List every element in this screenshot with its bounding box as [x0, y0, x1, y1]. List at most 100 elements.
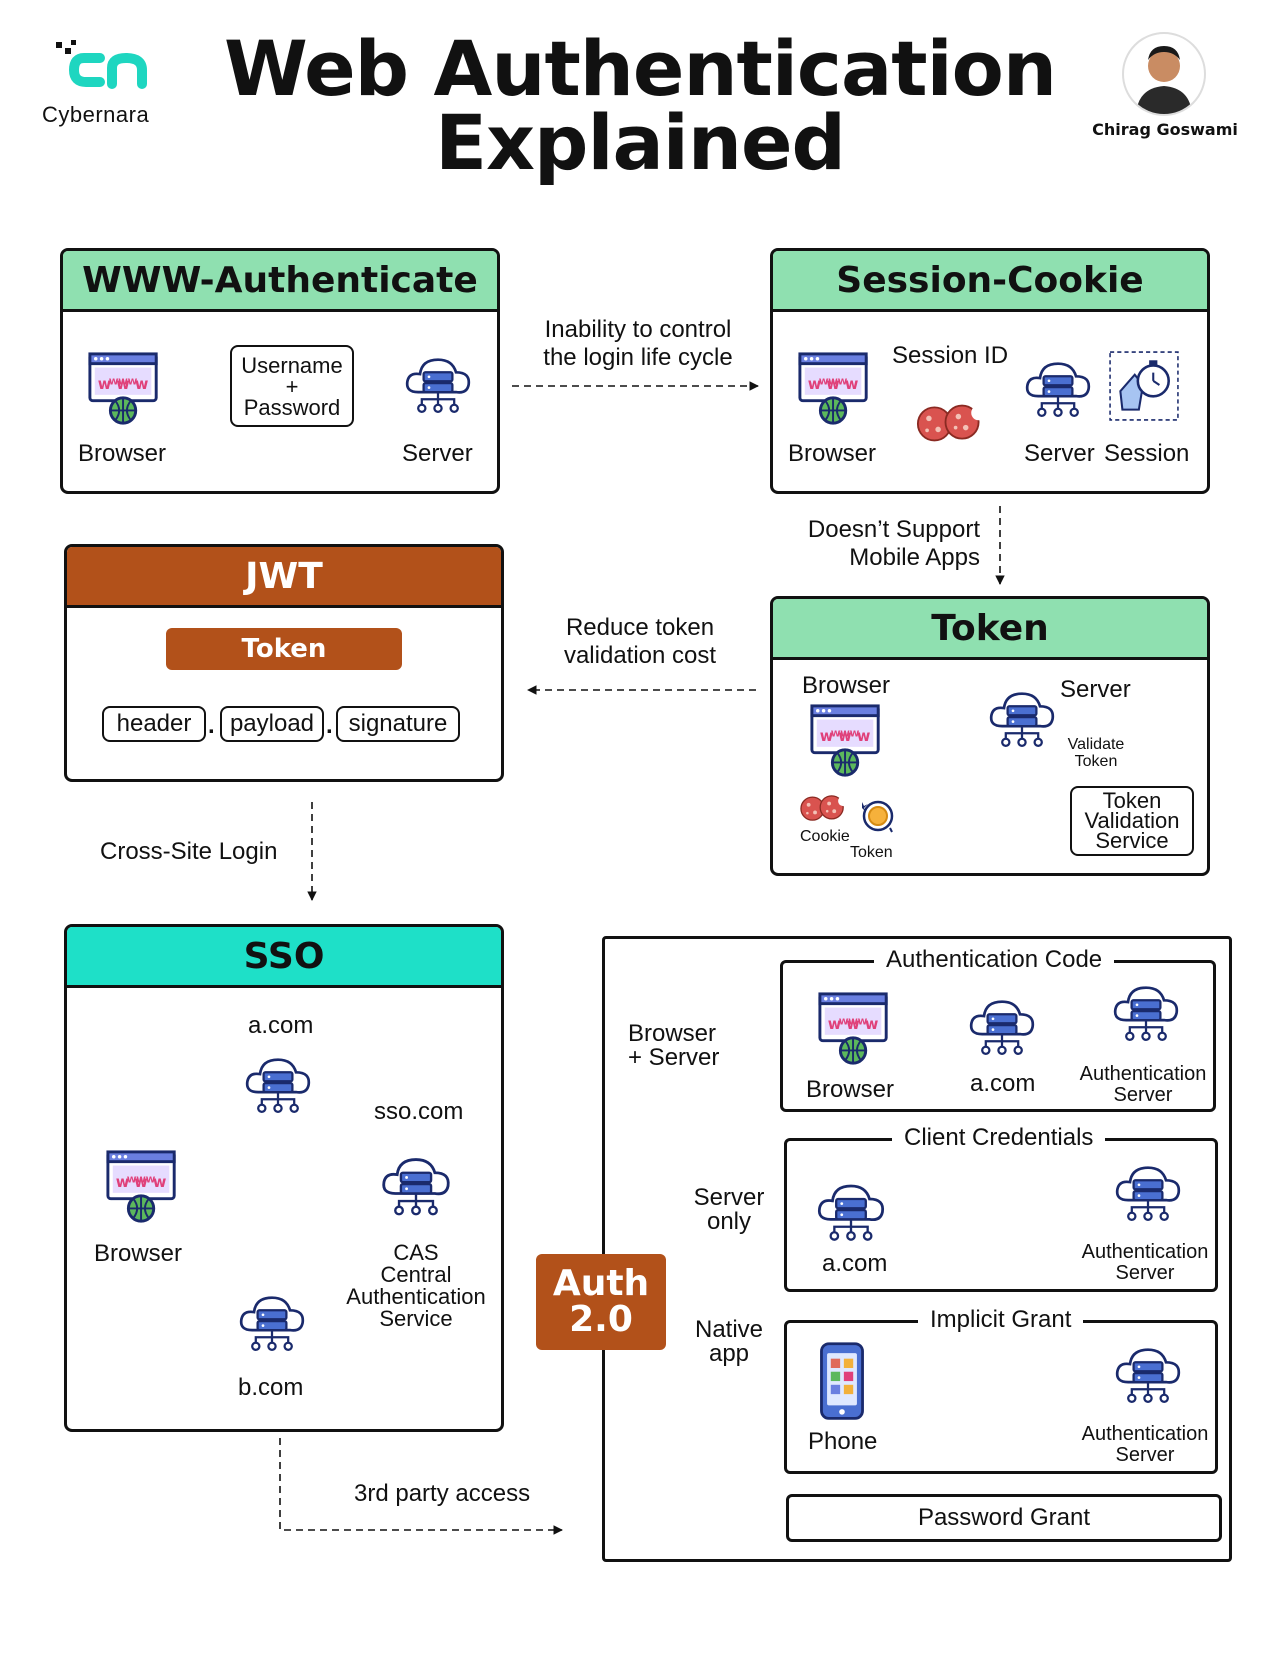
- sso-sso-com-label: sso.com: [374, 1098, 464, 1125]
- browser-icon: [86, 350, 164, 428]
- browser-icon: [104, 1148, 182, 1226]
- transition-mobile-line1: Doesn’t Support: [807, 516, 980, 543]
- arrow-sso-to-oauth: [279, 1438, 563, 1535]
- transition-cost-label: Reduce token validation cost: [530, 616, 750, 668]
- tvs-line1: Token: [1102, 788, 1162, 813]
- session-server-label: Server: [1024, 440, 1095, 467]
- server-cloud-icon: [1110, 980, 1182, 1044]
- server-cloud-icon: [1112, 1342, 1184, 1406]
- jwt-payload-part: payload: [220, 706, 324, 742]
- token-server-label: Server: [1060, 676, 1131, 703]
- transition-mobile-line2: Mobile Apps: [849, 544, 980, 571]
- transition-mobile-label: Doesn’t Support Mobile Apps: [780, 518, 980, 570]
- token-browser-label: Browser: [802, 672, 891, 699]
- www-authenticate-title: WWW-Authenticate: [63, 251, 497, 312]
- server-cloud-icon: [402, 352, 474, 416]
- brand-name: Cybernara: [42, 102, 150, 127]
- tvs-line3: Service: [1095, 828, 1169, 853]
- server-cloud-icon: [378, 1152, 454, 1218]
- path-browser-server-label: Browser + Server: [628, 1022, 719, 1070]
- transition-cost-line2: validation cost: [563, 642, 717, 669]
- oauth-badge-line1: Auth: [552, 1263, 650, 1304]
- www-browser-label: Browser: [78, 440, 167, 467]
- oauth-badge: Auth 2.0: [536, 1254, 666, 1350]
- jwt-dot-1: .: [208, 712, 215, 739]
- credentials-box: Username + Password: [230, 345, 354, 427]
- transition-lifecycle-line2: the login life cycle: [543, 344, 733, 371]
- browser-icon: [808, 702, 886, 780]
- password-grant-box: Password Grant: [786, 1494, 1222, 1542]
- cas-line4: Service: [379, 1306, 453, 1331]
- validate-token-label: Validate Token: [1056, 736, 1136, 770]
- page-title-line1: Web Authentication: [224, 24, 1057, 113]
- transition-lifecycle-line1: Inability to control: [544, 316, 732, 343]
- ig-auth-server-label: Authentication Server: [1070, 1424, 1220, 1466]
- ig-auth-line1: Authentication: [1081, 1423, 1209, 1445]
- jwt-header-part: header: [102, 706, 206, 742]
- token-token-label: Token: [850, 844, 893, 861]
- cybernara-logo-icon: [56, 40, 147, 89]
- page-title: Web Authentication Explained: [0, 24, 1280, 181]
- jwt-signature-part: signature: [336, 706, 460, 742]
- server-cloud-icon: [236, 1290, 308, 1354]
- ac-a-com-label: a.com: [970, 1070, 1036, 1097]
- sso-browser-label: Browser: [94, 1240, 183, 1267]
- credentials-plus: +: [285, 373, 299, 399]
- ac-auth-server-label: Authentication Server: [1068, 1064, 1218, 1106]
- ig-auth-line2: Server: [1115, 1444, 1175, 1466]
- ig-phone-label: Phone: [808, 1428, 878, 1455]
- session-browser-label: Browser: [788, 440, 877, 467]
- cookie-icon: [914, 400, 988, 446]
- token-cookie-label: Cookie: [800, 828, 850, 845]
- implicit-grant-title: Implicit Grant: [918, 1306, 1084, 1334]
- path-na-line2: app: [708, 1340, 750, 1367]
- session-session-label: Session: [1104, 440, 1190, 467]
- sso-a-com-label: a.com: [248, 1012, 314, 1039]
- transition-cross-site-label: Cross-Site Login: [100, 838, 278, 865]
- server-cloud-icon: [1112, 1160, 1184, 1224]
- path-bs-line2: + Server: [628, 1044, 720, 1071]
- oauth-badge-line2: 2.0: [569, 1299, 633, 1340]
- server-cloud-icon: [986, 686, 1058, 750]
- oauth-container: [602, 936, 1232, 1562]
- tvs-line2: Validation: [1084, 808, 1180, 833]
- credentials-password: Password: [243, 394, 341, 420]
- cc-a-com-label: a.com: [822, 1250, 888, 1277]
- session-id-label: Session ID: [892, 342, 1009, 369]
- cc-auth-server-label: Authentication Server: [1070, 1242, 1220, 1284]
- www-server-label: Server: [402, 440, 473, 467]
- brand-logo: Cybernara: [42, 40, 176, 130]
- path-so-line1: Server: [693, 1184, 765, 1211]
- cookie-icon: [798, 792, 850, 824]
- transition-lifecycle-label: Inability to control the login life cycl…: [520, 318, 756, 370]
- avatar: [1122, 32, 1206, 116]
- browser-icon: [796, 350, 874, 428]
- transition-3rd-party-label: 3rd party access: [354, 1480, 531, 1507]
- author-name: Chirag Goswami: [1092, 120, 1238, 139]
- sso-title: SSO: [67, 927, 501, 988]
- coin-token-icon: [856, 796, 896, 836]
- client-credentials-title: Client Credentials: [892, 1124, 1106, 1152]
- path-bs-line1: Browser: [628, 1020, 717, 1047]
- validate-token-line2: Token: [1074, 753, 1118, 770]
- server-cloud-icon: [1022, 356, 1094, 420]
- token-title: Token: [773, 599, 1207, 660]
- ac-auth-line2: Server: [1113, 1084, 1173, 1106]
- session-cookie-title: Session-Cookie: [773, 251, 1207, 312]
- phone-icon: [812, 1340, 872, 1424]
- jwt-title: JWT: [67, 547, 501, 608]
- server-cloud-icon: [814, 1178, 888, 1244]
- credentials-username: Username: [241, 352, 343, 378]
- cas-line1: CAS: [393, 1240, 439, 1265]
- transition-cost-line1: Reduce token: [565, 614, 715, 641]
- ac-browser-label: Browser: [806, 1076, 895, 1103]
- ac-auth-line1: Authentication: [1079, 1063, 1207, 1085]
- server-cloud-icon: [242, 1052, 314, 1116]
- path-server-only-label: Server only: [684, 1186, 774, 1234]
- browser-icon: [816, 990, 894, 1068]
- sso-cas-label: CAS Central Authentication Service: [336, 1242, 496, 1330]
- path-na-line1: Native: [694, 1316, 764, 1343]
- jwt-token-bar: Token: [166, 628, 402, 670]
- cas-line2: Central: [380, 1262, 452, 1287]
- cc-auth-line1: Authentication: [1081, 1241, 1209, 1263]
